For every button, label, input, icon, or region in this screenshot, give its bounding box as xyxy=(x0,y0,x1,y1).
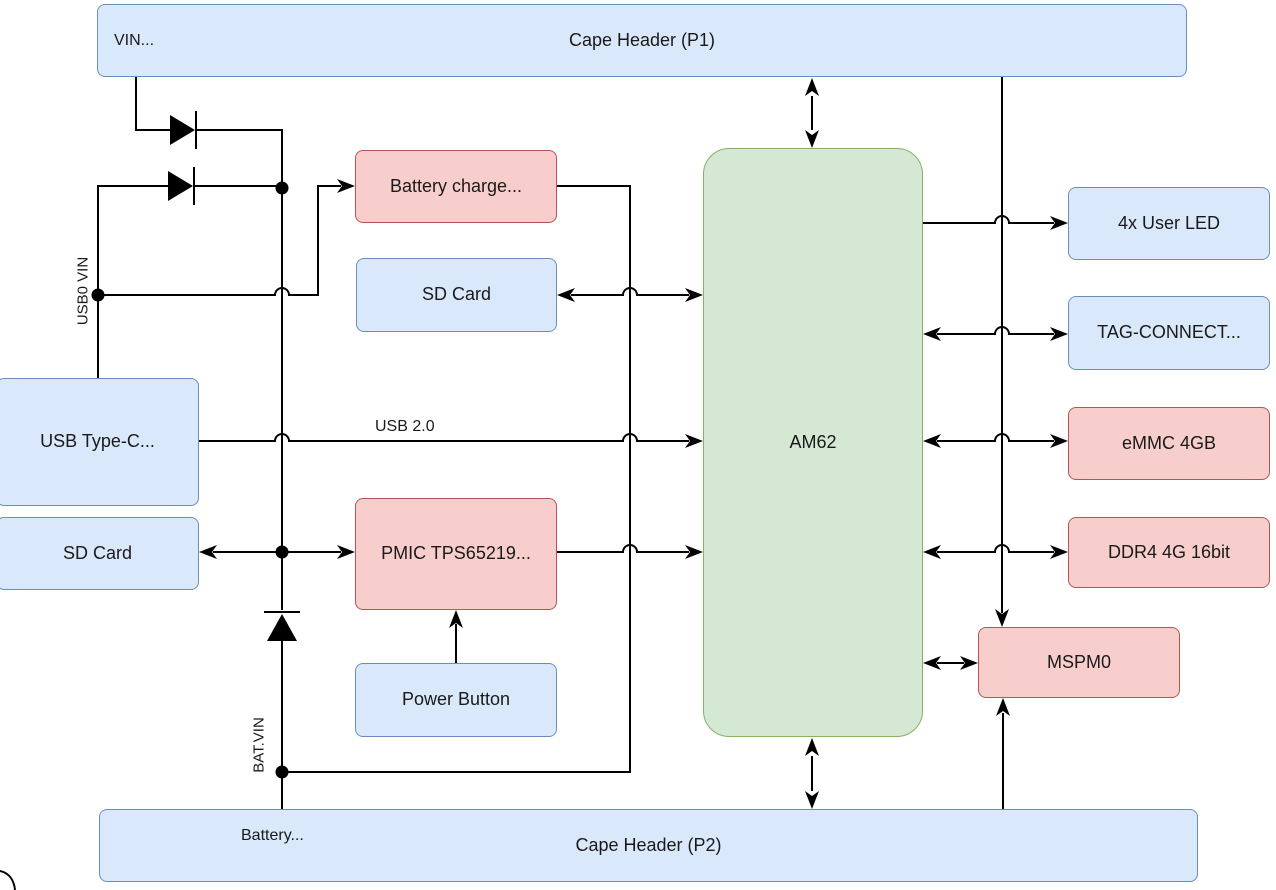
arrowhead-r xyxy=(685,545,703,559)
arrowhead-r xyxy=(960,656,978,670)
arrowheads xyxy=(199,78,1068,809)
node-power-button: Power Button xyxy=(355,663,557,737)
wire-pmic-am62 xyxy=(557,544,689,553)
arrowhead-l xyxy=(557,288,575,302)
junction-dot xyxy=(275,765,289,779)
wire-charger-battery xyxy=(282,185,631,773)
label-usb0-vin: USB0 VIN xyxy=(74,256,92,326)
junction-dot xyxy=(91,288,105,302)
node-emmc: eMMC 4GB xyxy=(1068,407,1270,480)
arrowhead-l xyxy=(199,545,217,559)
node-usb-type-c: USB Type-C... xyxy=(0,378,199,506)
diode-usb0 xyxy=(168,171,193,201)
node-label: 4x User LED xyxy=(1117,212,1221,233)
node-sd-card-mid: SD Card xyxy=(356,258,557,332)
arrowhead-r xyxy=(337,179,355,193)
diode-symbols xyxy=(91,115,297,779)
wire-vin-diode-out xyxy=(196,129,283,188)
label-vin: VIN... xyxy=(114,32,155,49)
node-label: SD Card xyxy=(62,542,133,563)
node-label: TAG-CONNECT... xyxy=(1097,322,1241,343)
wire-usb0-vertical xyxy=(97,185,168,378)
arrowhead-r xyxy=(685,434,703,448)
arrowhead-u xyxy=(996,698,1010,716)
arrowhead-l xyxy=(923,656,941,670)
arrowhead-r xyxy=(685,288,703,302)
arrowhead-u xyxy=(449,610,463,628)
node-label: PMIC TPS65219... xyxy=(381,543,531,564)
junction-dot xyxy=(275,181,289,195)
wire-am62-ddr4 xyxy=(937,544,1054,553)
arrowhead-r xyxy=(1050,216,1068,230)
arrowhead-d xyxy=(805,791,819,809)
arrowhead-l xyxy=(923,327,941,341)
node-sd-card-left: SD Card xyxy=(0,517,199,590)
node-label: Cape Header (P1) xyxy=(568,29,716,50)
arrowhead-r xyxy=(1050,434,1068,448)
wire-am62-tag xyxy=(937,326,1054,335)
arrowhead-u xyxy=(805,738,819,756)
label-usb-2-0: USB 2.0 xyxy=(375,418,435,435)
wire-am62-emmc xyxy=(937,433,1054,442)
node-label: Power Button xyxy=(401,689,511,710)
arrowhead-r xyxy=(337,545,355,559)
arrowhead-l xyxy=(923,545,941,559)
arrowhead-u xyxy=(805,78,819,96)
diode-battery xyxy=(267,614,297,641)
node-label: AM62 xyxy=(789,431,837,452)
arrowhead-r xyxy=(1050,545,1068,559)
node-battery-charger: Battery charge... xyxy=(355,150,557,223)
arrowhead-l xyxy=(923,434,941,448)
junction-dot xyxy=(275,545,289,559)
node-mspm0: MSPM0 xyxy=(978,627,1180,698)
diode-vin xyxy=(170,115,195,145)
node-am62: AM62 xyxy=(703,148,923,737)
node-pmic: PMIC TPS65219... xyxy=(355,498,557,610)
label-bat-vin: BAT.VIN xyxy=(250,717,268,773)
node-user-led: 4x User LED xyxy=(1068,187,1270,260)
node-cape-header-p2: Cape Header (P2) xyxy=(99,809,1198,882)
wire-usb2 xyxy=(199,433,689,442)
arrowhead-d xyxy=(805,130,819,148)
node-label: SD Card xyxy=(421,284,492,305)
node-label: eMMC 4GB xyxy=(1121,432,1217,453)
label-battery: Battery... xyxy=(241,827,304,844)
arrowhead-d xyxy=(995,609,1009,627)
wire-am62-led xyxy=(923,215,1054,224)
wire-usb0-to-charger xyxy=(98,185,341,296)
node-ddr4: DDR4 4G 16bit xyxy=(1068,517,1270,588)
node-label: Battery charge... xyxy=(389,175,523,196)
corner-curve xyxy=(0,870,16,890)
wire-vin-diode xyxy=(135,77,170,131)
node-label: MSPM0 xyxy=(1046,651,1111,672)
node-cape-header-p1: Cape Header (P1) xyxy=(97,4,1187,77)
node-tag-connect: TAG-CONNECT... xyxy=(1068,296,1270,370)
node-label: USB Type-C... xyxy=(40,431,155,452)
arrowhead-r xyxy=(1050,327,1068,341)
wires xyxy=(0,77,1054,890)
node-label: DDR4 4G 16bit xyxy=(1107,541,1231,562)
node-label: Cape Header (P2) xyxy=(575,834,722,855)
